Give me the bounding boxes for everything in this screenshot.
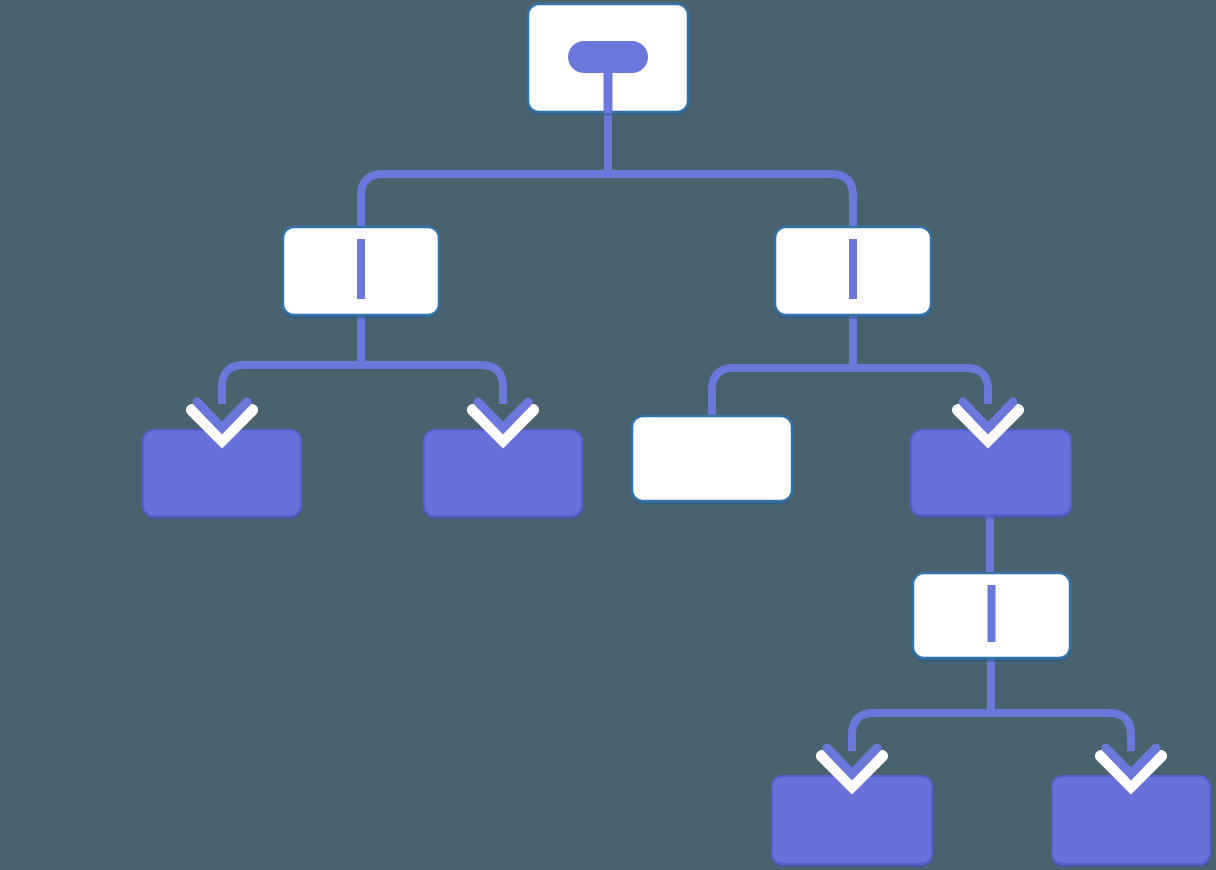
root-pill-icon	[568, 41, 648, 73]
chevron-white-layer	[816, 750, 888, 795]
chevron-white-layer	[1095, 750, 1167, 795]
connector-junction3-to-RL-RR	[708, 364, 992, 416]
chevron-purple-layer	[822, 743, 882, 781]
chevron-down-icon	[186, 397, 258, 449]
connector-junction2-to-LL-LR	[218, 361, 507, 404]
chevron-down-icon	[816, 743, 888, 795]
chevron-down-icon	[467, 397, 539, 449]
chevron-down-icon	[952, 397, 1024, 449]
chevron-purple-layer	[473, 397, 533, 435]
chevron-white-layer	[952, 404, 1024, 449]
chevron-purple-layer	[958, 397, 1018, 435]
chevron-white-layer	[186, 404, 258, 449]
node-R[interactable]	[773, 225, 933, 317]
chevron-purple-layer	[192, 397, 252, 435]
node-body[interactable]	[630, 414, 794, 503]
node-RRC[interactable]	[911, 571, 1072, 660]
connector-junction1-to-L-R	[357, 170, 857, 227]
connector-junction4-to-RRCL-RRCR	[848, 709, 1135, 751]
chevron-white-layer	[467, 404, 539, 449]
node-root[interactable]	[526, 2, 690, 114]
node-L[interactable]	[281, 225, 441, 317]
chevron-down-icon	[1095, 743, 1167, 795]
chevron-purple-layer	[1101, 743, 1161, 781]
node-RL[interactable]	[630, 414, 794, 503]
